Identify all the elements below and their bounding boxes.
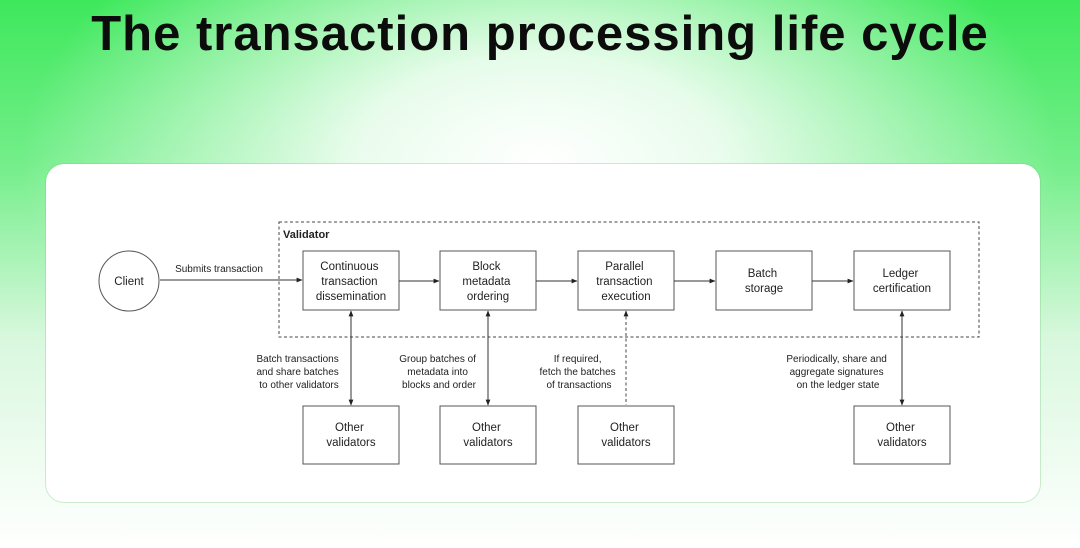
- svg-text:Parallel transaction: Parallel transaction execution: [596, 261, 655, 303]
- stage-parallel-execution: Parallel transaction execution: [577, 250, 675, 311]
- stage-line: transaction: [321, 276, 377, 288]
- svg-text:Continuous transaction: Continuous transaction dissemination: [316, 261, 386, 303]
- svg-text:Other validators: Other validators: [326, 422, 375, 449]
- annotation-ledger: Periodically, share and aggregate signat…: [786, 354, 889, 391]
- stage-line: dissemination: [316, 291, 386, 303]
- other-validators-1: Other validators: [302, 405, 400, 465]
- stage-block-metadata-ordering: Block metadata ordering: [439, 250, 537, 311]
- stage-line: Ledger: [882, 268, 918, 280]
- svg-text:Block metadata ord: Block metadata ordering: [462, 261, 513, 303]
- stage-batch-storage: Batch storage: [715, 250, 813, 311]
- svg-text:Other validators: Other validators: [877, 422, 926, 449]
- svg-text:Ledger certification: Ledger certification: [873, 268, 931, 295]
- svg-text:Batch storage: Batch storage: [745, 268, 783, 295]
- stage-line: Continuous: [320, 261, 378, 273]
- page-title: The transaction processing life cycle: [91, 7, 989, 61]
- stage-line: execution: [601, 291, 650, 303]
- other-validators-4: Other validators: [853, 405, 951, 465]
- stage-continuous-dissemination: Continuous transaction dissemination: [302, 250, 400, 311]
- submit-label: Submits transaction: [175, 264, 263, 275]
- stage-line: storage: [745, 283, 783, 295]
- stage-line: metadata: [462, 276, 511, 288]
- svg-text:Other validators: Other validators: [463, 422, 512, 449]
- other-validators-2: Other validators: [439, 405, 537, 465]
- annotation-group: Group batches of metadata into blocks an…: [399, 354, 479, 391]
- stage-line: Block: [472, 261, 500, 273]
- client-node: [98, 250, 160, 312]
- stage-line: transaction: [596, 276, 652, 288]
- stage-line: ordering: [467, 291, 509, 303]
- validator-label: Validator: [283, 229, 330, 241]
- stage-ledger-certification: Ledger certification: [853, 250, 951, 311]
- stage-line: Batch: [748, 268, 777, 280]
- svg-text:Other validators: Other validators: [601, 422, 650, 449]
- annotation-fetch: If required, fetch the batches of transa…: [540, 354, 619, 391]
- other-validators-3: Other validators: [577, 405, 675, 465]
- stage-line: certification: [873, 283, 931, 295]
- client-label: Client: [114, 276, 144, 288]
- stage-line: Parallel: [605, 261, 643, 273]
- annotation-batch: Batch transactions and share batches to …: [256, 354, 341, 391]
